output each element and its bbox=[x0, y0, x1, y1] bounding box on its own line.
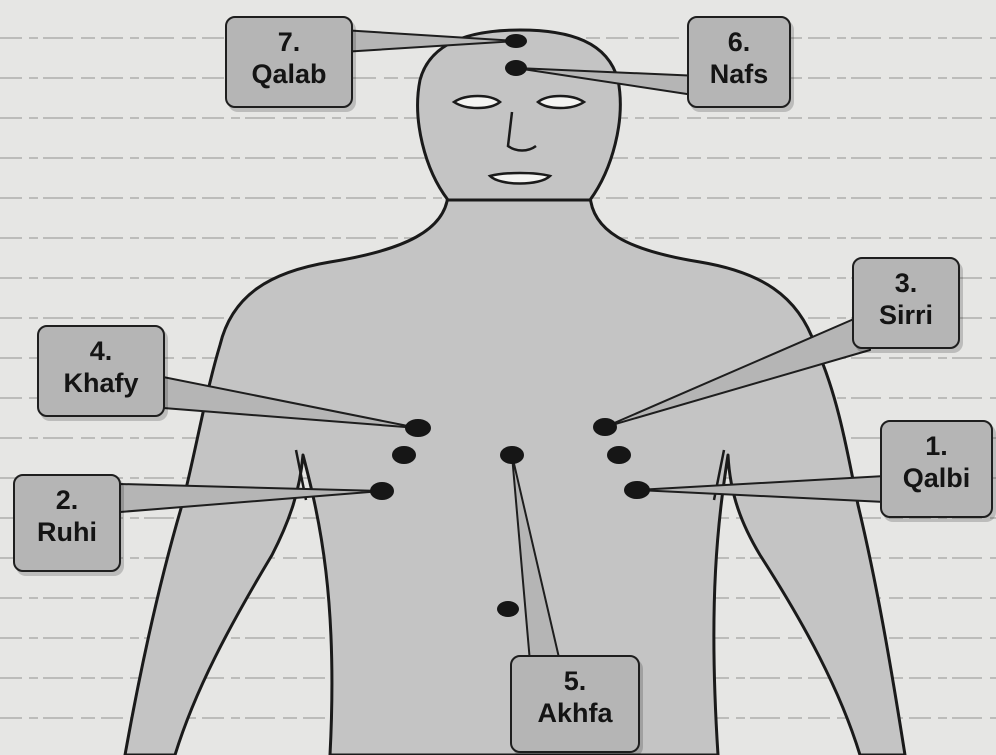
callout-ruhi-number: 2. bbox=[15, 484, 119, 516]
callout-ruhi-label: Ruhi bbox=[15, 516, 119, 548]
mouth bbox=[490, 173, 550, 184]
callout-khafy: 4. Khafy bbox=[37, 325, 165, 417]
callout-khafy-label: Khafy bbox=[39, 367, 163, 399]
callout-qalab-label: Qalab bbox=[227, 58, 351, 90]
callout-nafs-label: Nafs bbox=[689, 58, 789, 90]
callout-qalbi: 1. Qalbi bbox=[880, 420, 993, 518]
callout-qalab-number: 7. bbox=[227, 26, 351, 58]
point-qalab bbox=[505, 34, 527, 48]
point-ruhi bbox=[370, 482, 394, 500]
callout-akhfa: 5. Akhfa bbox=[510, 655, 640, 753]
callout-akhfa-label: Akhfa bbox=[512, 697, 638, 729]
callout-nafs-number: 6. bbox=[689, 26, 789, 58]
point-qalbi bbox=[624, 481, 650, 499]
callout-sirri: 3. Sirri bbox=[852, 257, 960, 349]
point-akhfa bbox=[500, 446, 524, 464]
point-right-upper bbox=[607, 446, 631, 464]
callout-qalbi-label: Qalbi bbox=[882, 462, 991, 494]
point-khafy bbox=[405, 419, 431, 437]
point-sirri bbox=[593, 418, 617, 436]
callout-sirri-label: Sirri bbox=[854, 299, 958, 331]
callout-ruhi: 2. Ruhi bbox=[13, 474, 121, 572]
callout-nafs: 6. Nafs bbox=[687, 16, 791, 108]
callout-qalbi-number: 1. bbox=[882, 430, 991, 462]
callout-khafy-number: 4. bbox=[39, 335, 163, 367]
point-nafs bbox=[505, 60, 527, 76]
point-lower bbox=[497, 601, 519, 617]
callout-sirri-number: 3. bbox=[854, 267, 958, 299]
point-left-upper bbox=[392, 446, 416, 464]
left-eye bbox=[454, 96, 500, 108]
right-eye bbox=[538, 96, 584, 108]
callout-akhfa-number: 5. bbox=[512, 665, 638, 697]
callout-qalab: 7. Qalab bbox=[225, 16, 353, 108]
